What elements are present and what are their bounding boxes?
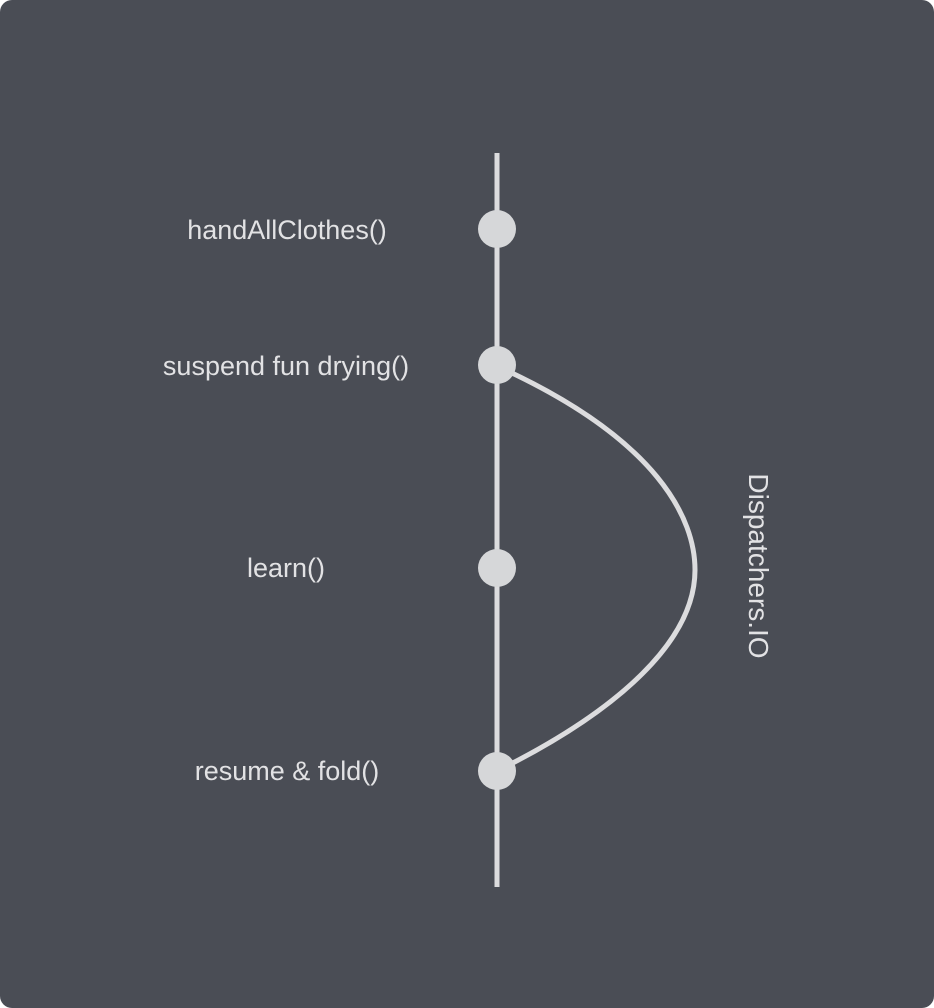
io-dispatcher-branch-curve bbox=[495, 363, 698, 774]
node-label-suspend-drying: suspend fun drying() bbox=[162, 351, 410, 381]
node-resume-fold bbox=[478, 752, 516, 790]
node-label-learn: learn() bbox=[246, 553, 326, 583]
node-suspend-drying bbox=[478, 346, 516, 384]
node-label-handallclothes: handAllClothes() bbox=[187, 215, 387, 245]
node-label-resume-fold: resume & fold() bbox=[194, 756, 380, 786]
node-learn bbox=[478, 549, 516, 587]
node-handallclothes bbox=[478, 210, 516, 248]
branch-label-dispatchers-io: Dispatchers.IO bbox=[743, 473, 774, 659]
